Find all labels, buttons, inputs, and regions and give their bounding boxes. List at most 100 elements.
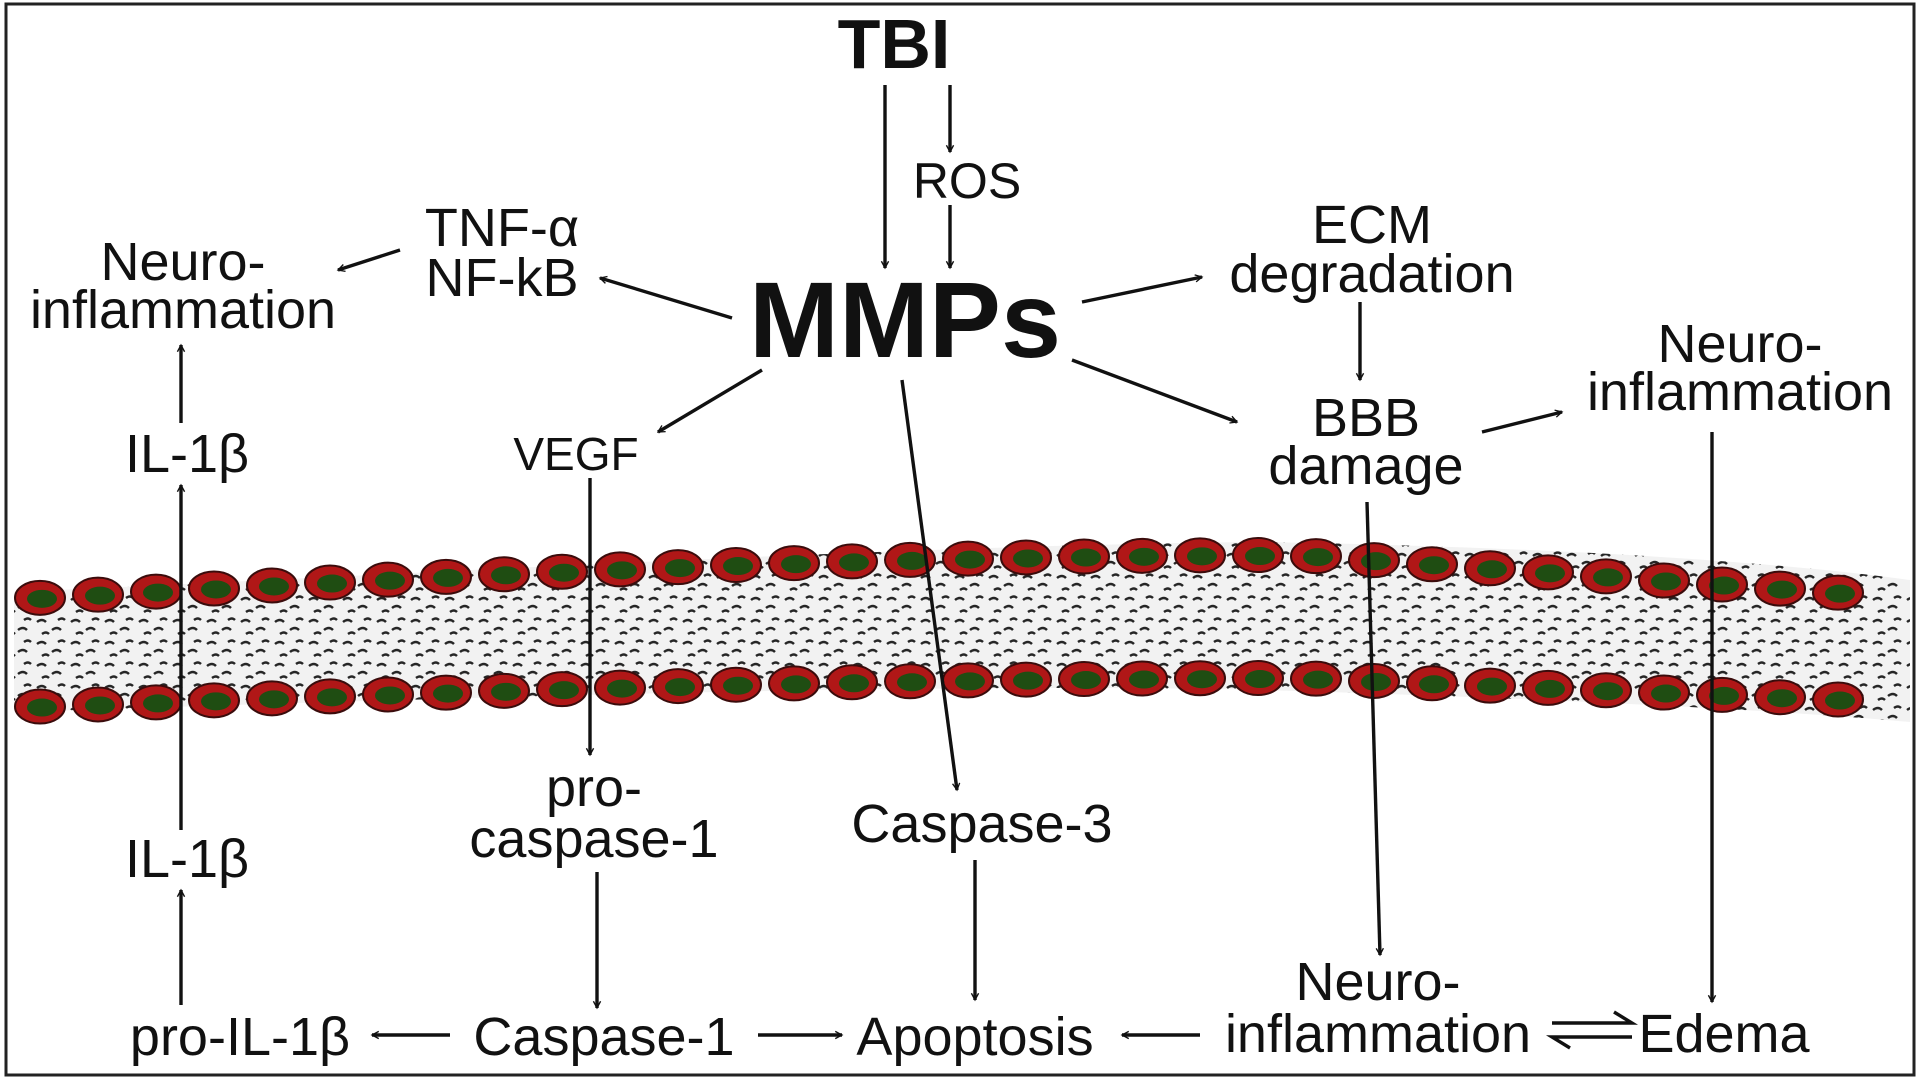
endothelial-cell [130,573,182,610]
arrow-bbb-to-neuroinflammation-bottom [1365,501,1380,955]
label-mmps: MMPs [749,259,1061,380]
label-neuroinflammation-bottom-line2: inflammation [1225,1004,1531,1064]
endothelial-cell [1232,660,1284,697]
endothelial-cell [826,543,878,580]
endothelial-cell [652,549,704,586]
label-ecm-line1: ECM [1312,195,1432,255]
endothelial-cell [1406,665,1458,702]
endothelial-cell [1290,660,1342,697]
endothelial-cell [1580,558,1632,595]
endothelial-cell [1116,660,1168,697]
endothelial-cell [72,576,124,613]
equilibrium-forward-arrow [1552,1010,1639,1025]
endothelial-cell [1000,661,1052,698]
endothelial-cell [1232,537,1284,574]
endothelial-cell [768,665,820,702]
arrow-mmps-to-caspase3 [900,379,957,790]
label-tbi: TBI [838,5,951,83]
label-caspase1: Caspase-1 [473,1007,734,1067]
endothelial-cell [536,553,588,590]
pathway-arrows [181,85,1712,1050]
label-il1b-bottom: IL-1β [125,829,249,889]
endothelial-cell [1464,550,1516,587]
endothelial-cell [1348,662,1400,699]
blood-vessel-illustration [14,537,1910,725]
endothelial-cell [188,682,240,719]
label-ecm-line2: degradation [1229,244,1514,304]
arrow-tnf-to-neuroinflammation [338,248,401,270]
endothelial-cell [1406,546,1458,583]
label-neuroinflammation-right-line2: inflammation [1587,362,1893,422]
endothelial-cell [1522,554,1574,591]
label-vegf: VEGF [513,428,638,480]
endothelial-cell [1000,539,1052,576]
endothelial-cell [130,684,182,721]
figure-frame [4,2,1916,1077]
endothelial-cell [1058,538,1110,575]
label-edema: Edema [1638,1004,1810,1064]
label-apoptosis: Apoptosis [856,1007,1093,1067]
endothelial-cell [1464,667,1516,704]
label-procaspase1-line1: pro- [546,758,642,818]
endothelial-cell [594,669,646,706]
arrow-bbb-to-neuroinflammation [1481,412,1562,434]
label-nfkb: NF-kB [426,248,579,308]
endothelial-cell [246,680,298,717]
endothelial-cell [1754,570,1806,607]
endothelial-cell [1058,661,1110,698]
endothelial-cell [710,666,762,703]
endothelial-cell [362,676,414,713]
endothelial-cell [478,672,530,709]
arrow-mmps-to-tnf [600,278,733,320]
arrow-mmps-to-bbb [1071,358,1237,422]
endothelial-cell [942,662,994,699]
label-caspase3: Caspase-3 [851,794,1112,854]
endothelial-cell [420,674,472,711]
endothelial-cell [304,564,356,601]
pathway-labels: TBI ROS MMPs TNF-α NF-kB Neuro- inflamma… [30,5,1893,1067]
endothelial-cell [1348,542,1400,579]
endothelial-cell [536,671,588,708]
label-bbb-line2: damage [1268,436,1463,496]
label-il1b-top: IL-1β [125,424,249,484]
label-neuroinflammation-right-line1: Neuro- [1657,314,1822,374]
endothelial-cells-bottom-row [14,660,1864,725]
endothelial-cell [768,545,820,582]
endothelial-cell [246,567,298,604]
endothelial-cell [1696,566,1748,603]
endothelial-cell [72,686,124,723]
endothelial-cell [1174,537,1226,574]
label-neuroinflammation-bottom-line1: Neuro- [1295,952,1460,1012]
endothelial-cell [14,688,66,725]
arrow-mmps-to-vegf [658,368,763,434]
endothelial-cell [1522,669,1574,706]
endothelial-cell [14,579,66,616]
endothelial-cell [1290,538,1342,575]
endothelial-cell [188,570,240,607]
endothelial-cell [362,561,414,598]
endothelial-cell [826,664,878,701]
endothelial-cell [652,668,704,705]
endothelial-cells-top-row [14,537,1864,616]
label-neuroinflammation-left-line2: inflammation [30,280,336,340]
endothelial-cell [1696,676,1748,713]
arrow-mmps-to-ecm [1081,277,1202,304]
endothelial-cell [420,558,472,595]
endothelial-cell [1812,574,1864,611]
endothelial-cell [1116,537,1168,574]
endothelial-cell [478,556,530,593]
label-neuroinflammation-left-line1: Neuro- [100,232,265,292]
label-ros: ROS [913,153,1021,209]
endothelial-cell [1638,562,1690,599]
equilibrium-reverse-arrow [1545,1035,1632,1050]
endothelial-cell [1638,674,1690,711]
label-tnf-alpha: TNF-α [425,198,579,258]
endothelial-cell [304,678,356,715]
label-procaspase1-line2: caspase-1 [469,809,718,869]
endothelial-cell [1174,660,1226,697]
endothelial-cell [884,663,936,700]
endothelial-cell [884,541,936,578]
label-bbb-line1: BBB [1312,388,1420,448]
endothelial-cell [1754,679,1806,716]
